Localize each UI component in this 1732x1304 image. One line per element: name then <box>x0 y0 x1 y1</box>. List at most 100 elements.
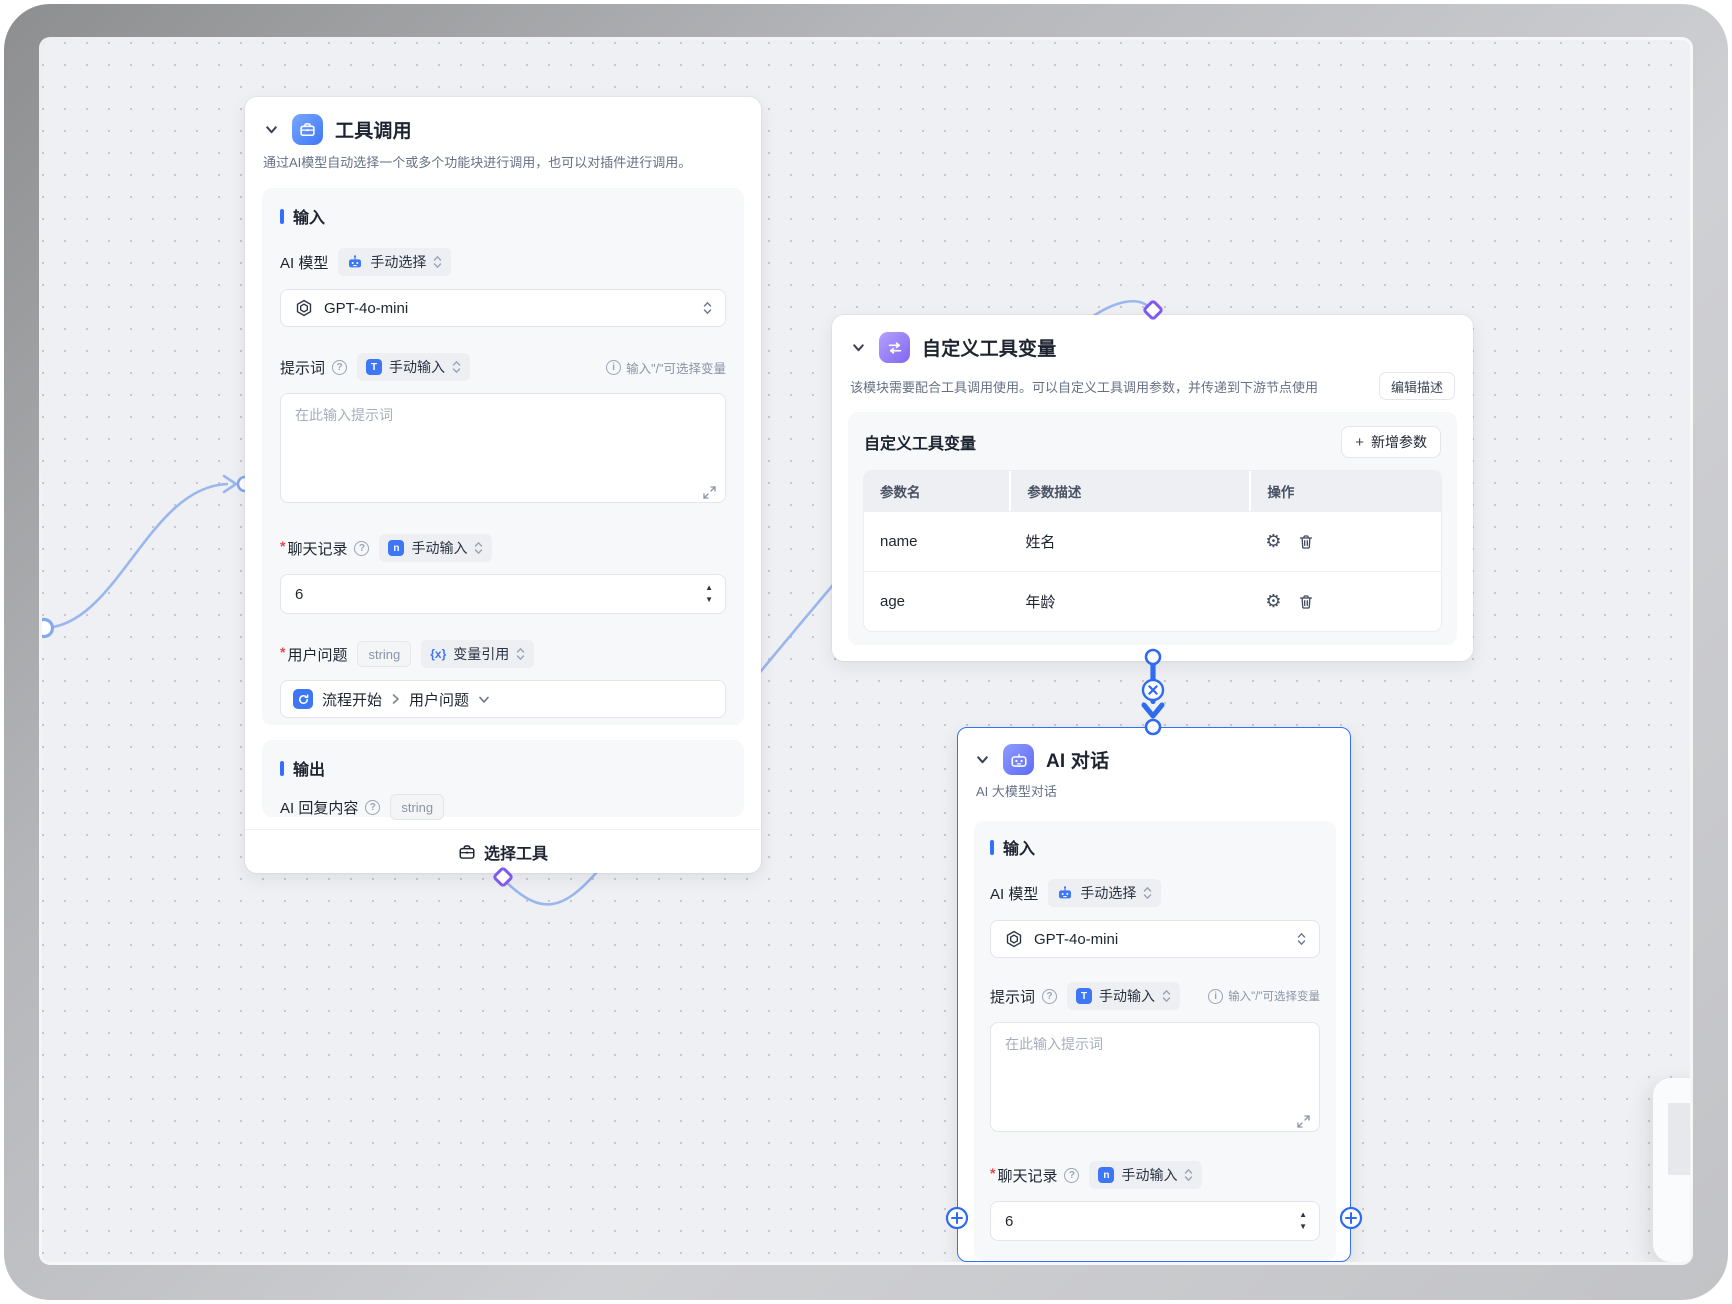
ref-source: 流程开始 <box>322 691 383 709</box>
chevron-updown-icon <box>452 361 461 373</box>
chevron-updown-icon <box>1162 990 1171 1002</box>
number-input-icon: n <box>388 540 405 556</box>
ai-model-value: GPT-4o-mini <box>1034 930 1119 948</box>
node-tool-call[interactable]: 工具调用 通过AI模型自动选择一个或多个功能块进行调用，也可以对插件进行调用。 … <box>245 97 761 873</box>
required-mark: * <box>280 538 286 554</box>
stepper-up-icon[interactable]: ▲ <box>705 583 713 592</box>
params-table: 参数名 参数描述 操作 name 姓名 ⚙ <box>864 471 1441 631</box>
port-diamond-toolcall-out[interactable] <box>493 867 513 887</box>
user-question-label: 用户问题 <box>287 646 348 664</box>
param-desc: 年龄 <box>1025 594 1056 611</box>
robot-icon <box>349 255 362 268</box>
trash-icon[interactable] <box>1298 594 1314 610</box>
add-param-button[interactable]: +新增参数 <box>1341 426 1441 458</box>
node-description: 该模块需要配合工具调用使用。可以自定义工具调用参数，并传递到下游节点使用 <box>850 379 1319 395</box>
toolbox-outline-icon <box>459 844 475 859</box>
port-circle-customvars-bottom <box>1144 648 1162 666</box>
swap-arrows-icon <box>879 332 910 363</box>
ref-field: 用户问题 <box>409 691 470 709</box>
ai-model-mode-dropdown[interactable]: 手动选择 <box>338 248 452 276</box>
stepper-down-icon[interactable]: ▼ <box>1299 1222 1307 1231</box>
section-bar <box>280 760 284 776</box>
col-header-action: 操作 <box>1249 471 1441 511</box>
port-circle-aichat-top <box>1144 718 1162 736</box>
help-icon[interactable]: ? <box>354 540 370 556</box>
table-header-row: 参数名 参数描述 操作 <box>864 471 1441 511</box>
node-ai-chat[interactable]: AI 对话 AI 大模型对话 输入 AI 模型 手动选择 <box>957 727 1351 1262</box>
chat-history-label: 聊天记录 <box>287 540 348 558</box>
expand-icon[interactable] <box>1297 1115 1310 1128</box>
ai-model-select[interactable]: GPT-4o-mini <box>280 289 726 327</box>
collapse-chevron-icon[interactable] <box>973 751 991 769</box>
chat-history-input[interactable] <box>280 574 726 614</box>
side-peek-panel[interactable] <box>1653 1078 1690 1262</box>
node-title: 自定义工具变量 <box>922 339 1057 360</box>
custom-vars-panel: 自定义工具变量 +新增参数 参数名 参数描述 操作 name 姓名 <box>848 412 1457 645</box>
gear-icon[interactable]: ⚙ <box>1265 590 1282 612</box>
prompt-textarea[interactable] <box>990 1022 1320 1132</box>
table-row: age 年龄 ⚙ <box>864 571 1441 631</box>
flow-canvas[interactable]: 工具调用 通过AI模型自动选择一个或多个功能块进行调用，也可以对插件进行调用。 … <box>42 40 1690 1262</box>
port-diamond-customvars-in[interactable] <box>1143 300 1163 320</box>
chevron-updown-icon <box>703 302 712 314</box>
help-icon[interactable]: ? <box>365 799 381 815</box>
expand-icon[interactable] <box>703 486 716 499</box>
node-title: AI 对话 <box>1046 751 1110 772</box>
chevron-updown-icon <box>1185 1169 1193 1181</box>
toolbox-icon <box>292 114 323 145</box>
help-icon[interactable]: ? <box>1064 1167 1080 1183</box>
prompt-mode-dropdown[interactable]: T 手动输入 <box>357 353 471 381</box>
edge-delete-button[interactable] <box>1141 678 1165 702</box>
chat-history-mode-dropdown[interactable]: n 手动输入 <box>379 534 493 562</box>
number-input-icon: n <box>1098 1167 1115 1183</box>
add-connection-left[interactable] <box>945 1206 969 1230</box>
user-question-ref-select[interactable]: 流程开始 用户问题 <box>280 680 726 718</box>
collapse-chevron-icon[interactable] <box>849 339 867 357</box>
node-subtitle: AI 大模型对话 <box>976 784 1057 799</box>
prompt-label: 提示词 <box>280 359 326 377</box>
input-section: 输入 AI 模型 手动选择 GPT-4o-mini <box>262 188 744 725</box>
node-title: 工具调用 <box>335 121 412 142</box>
stepper-up-icon[interactable]: ▲ <box>1299 1210 1307 1219</box>
chevron-right-icon <box>392 694 399 704</box>
edge-start-to-toolcall <box>43 482 229 630</box>
side-peek-thumbnail <box>1668 1103 1690 1175</box>
chat-history-label: 聊天记录 <box>997 1167 1058 1185</box>
add-connection-right[interactable] <box>1339 1206 1363 1230</box>
section-bar <box>280 208 284 224</box>
prompt-mode-dropdown[interactable]: T 手动输入 <box>1067 982 1181 1010</box>
prompt-textarea[interactable] <box>280 393 726 503</box>
type-tag: string <box>390 794 445 820</box>
output-section: 输出 AI 回复内容 ? string <box>262 740 744 820</box>
gear-icon[interactable]: ⚙ <box>1265 530 1282 552</box>
prompt-label: 提示词 <box>990 988 1036 1006</box>
panel-title: 自定义工具变量 <box>864 436 977 453</box>
chat-history-input[interactable] <box>990 1201 1320 1241</box>
param-name: name <box>880 533 918 550</box>
ai-model-select[interactable]: GPT-4o-mini <box>990 920 1320 958</box>
select-tool-button[interactable]: 选择工具 <box>245 829 761 873</box>
robot-icon <box>1059 886 1072 899</box>
user-question-mode-dropdown[interactable]: {x} 变量引用 <box>421 640 535 668</box>
plus-icon: + <box>1355 433 1364 451</box>
robot-icon <box>1003 744 1034 775</box>
chat-history-mode-dropdown[interactable]: n 手动输入 <box>1089 1161 1203 1189</box>
edge-customvars-to-aichat[interactable] <box>1141 648 1165 736</box>
input-section: 输入 AI 模型 手动选择 GPT-4o-mini <box>974 821 1336 1261</box>
edit-description-button[interactable]: 编辑描述 <box>1378 372 1455 400</box>
help-icon[interactable]: ? <box>332 359 348 375</box>
output-section-label: 输出 <box>293 762 326 779</box>
help-icon[interactable]: ? <box>1042 988 1058 1004</box>
node-custom-tool-variables[interactable]: 自定义工具变量 该模块需要配合工具调用使用。可以自定义工具调用参数，并传递到下游… <box>832 315 1473 661</box>
flow-start-icon <box>293 689 313 709</box>
trash-icon[interactable] <box>1298 534 1314 550</box>
ai-model-label: AI 模型 <box>280 254 329 272</box>
table-row: name 姓名 ⚙ <box>864 511 1441 571</box>
stepper-down-icon[interactable]: ▼ <box>705 595 713 604</box>
collapse-chevron-icon[interactable] <box>262 121 280 139</box>
chevron-updown-icon <box>434 256 442 268</box>
ai-model-mode-dropdown[interactable]: 手动选择 <box>1048 879 1162 907</box>
